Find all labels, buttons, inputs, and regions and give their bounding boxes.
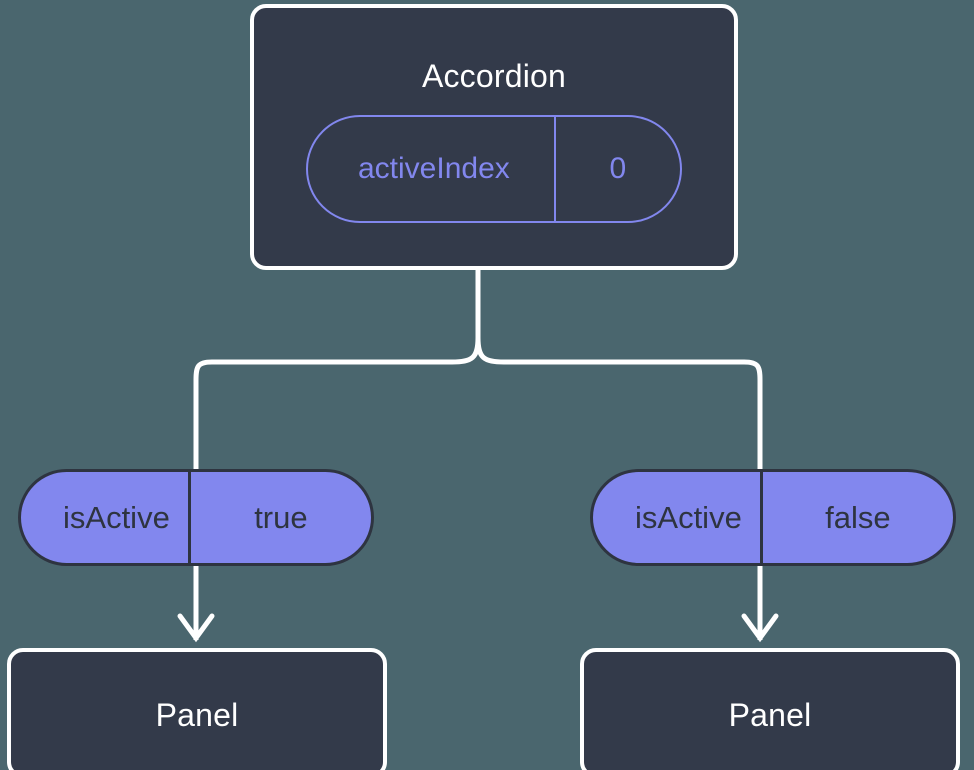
state-chip-activeindex[interactable]: activeIndex 0 — [306, 115, 682, 223]
node-panel-left[interactable]: Panel — [7, 648, 387, 770]
node-panel-right[interactable]: Panel — [580, 648, 960, 770]
prop-chip-isactive-false[interactable]: isActive false — [590, 469, 956, 566]
arrow-head-left-icon — [177, 613, 215, 643]
node-panel-right-label: Panel — [728, 697, 812, 733]
arrow-head-right-icon — [741, 613, 779, 643]
node-accordion-label: Accordion — [421, 58, 567, 94]
prop-chip-right-key: isActive — [635, 499, 742, 535]
branch-line-right — [475, 335, 763, 473]
node-panel-left-label: Panel — [155, 697, 239, 733]
prop-chip-left-key: isActive — [63, 499, 170, 535]
prop-chip-isactive-true[interactable]: isActive true — [18, 469, 374, 566]
state-chip-value: 0 — [553, 117, 680, 221]
branch-line-left — [193, 335, 481, 473]
state-chip-key: activeIndex — [358, 152, 510, 185]
prop-chip-left-value: true — [187, 472, 371, 563]
prop-chip-right-value: false — [759, 472, 953, 563]
